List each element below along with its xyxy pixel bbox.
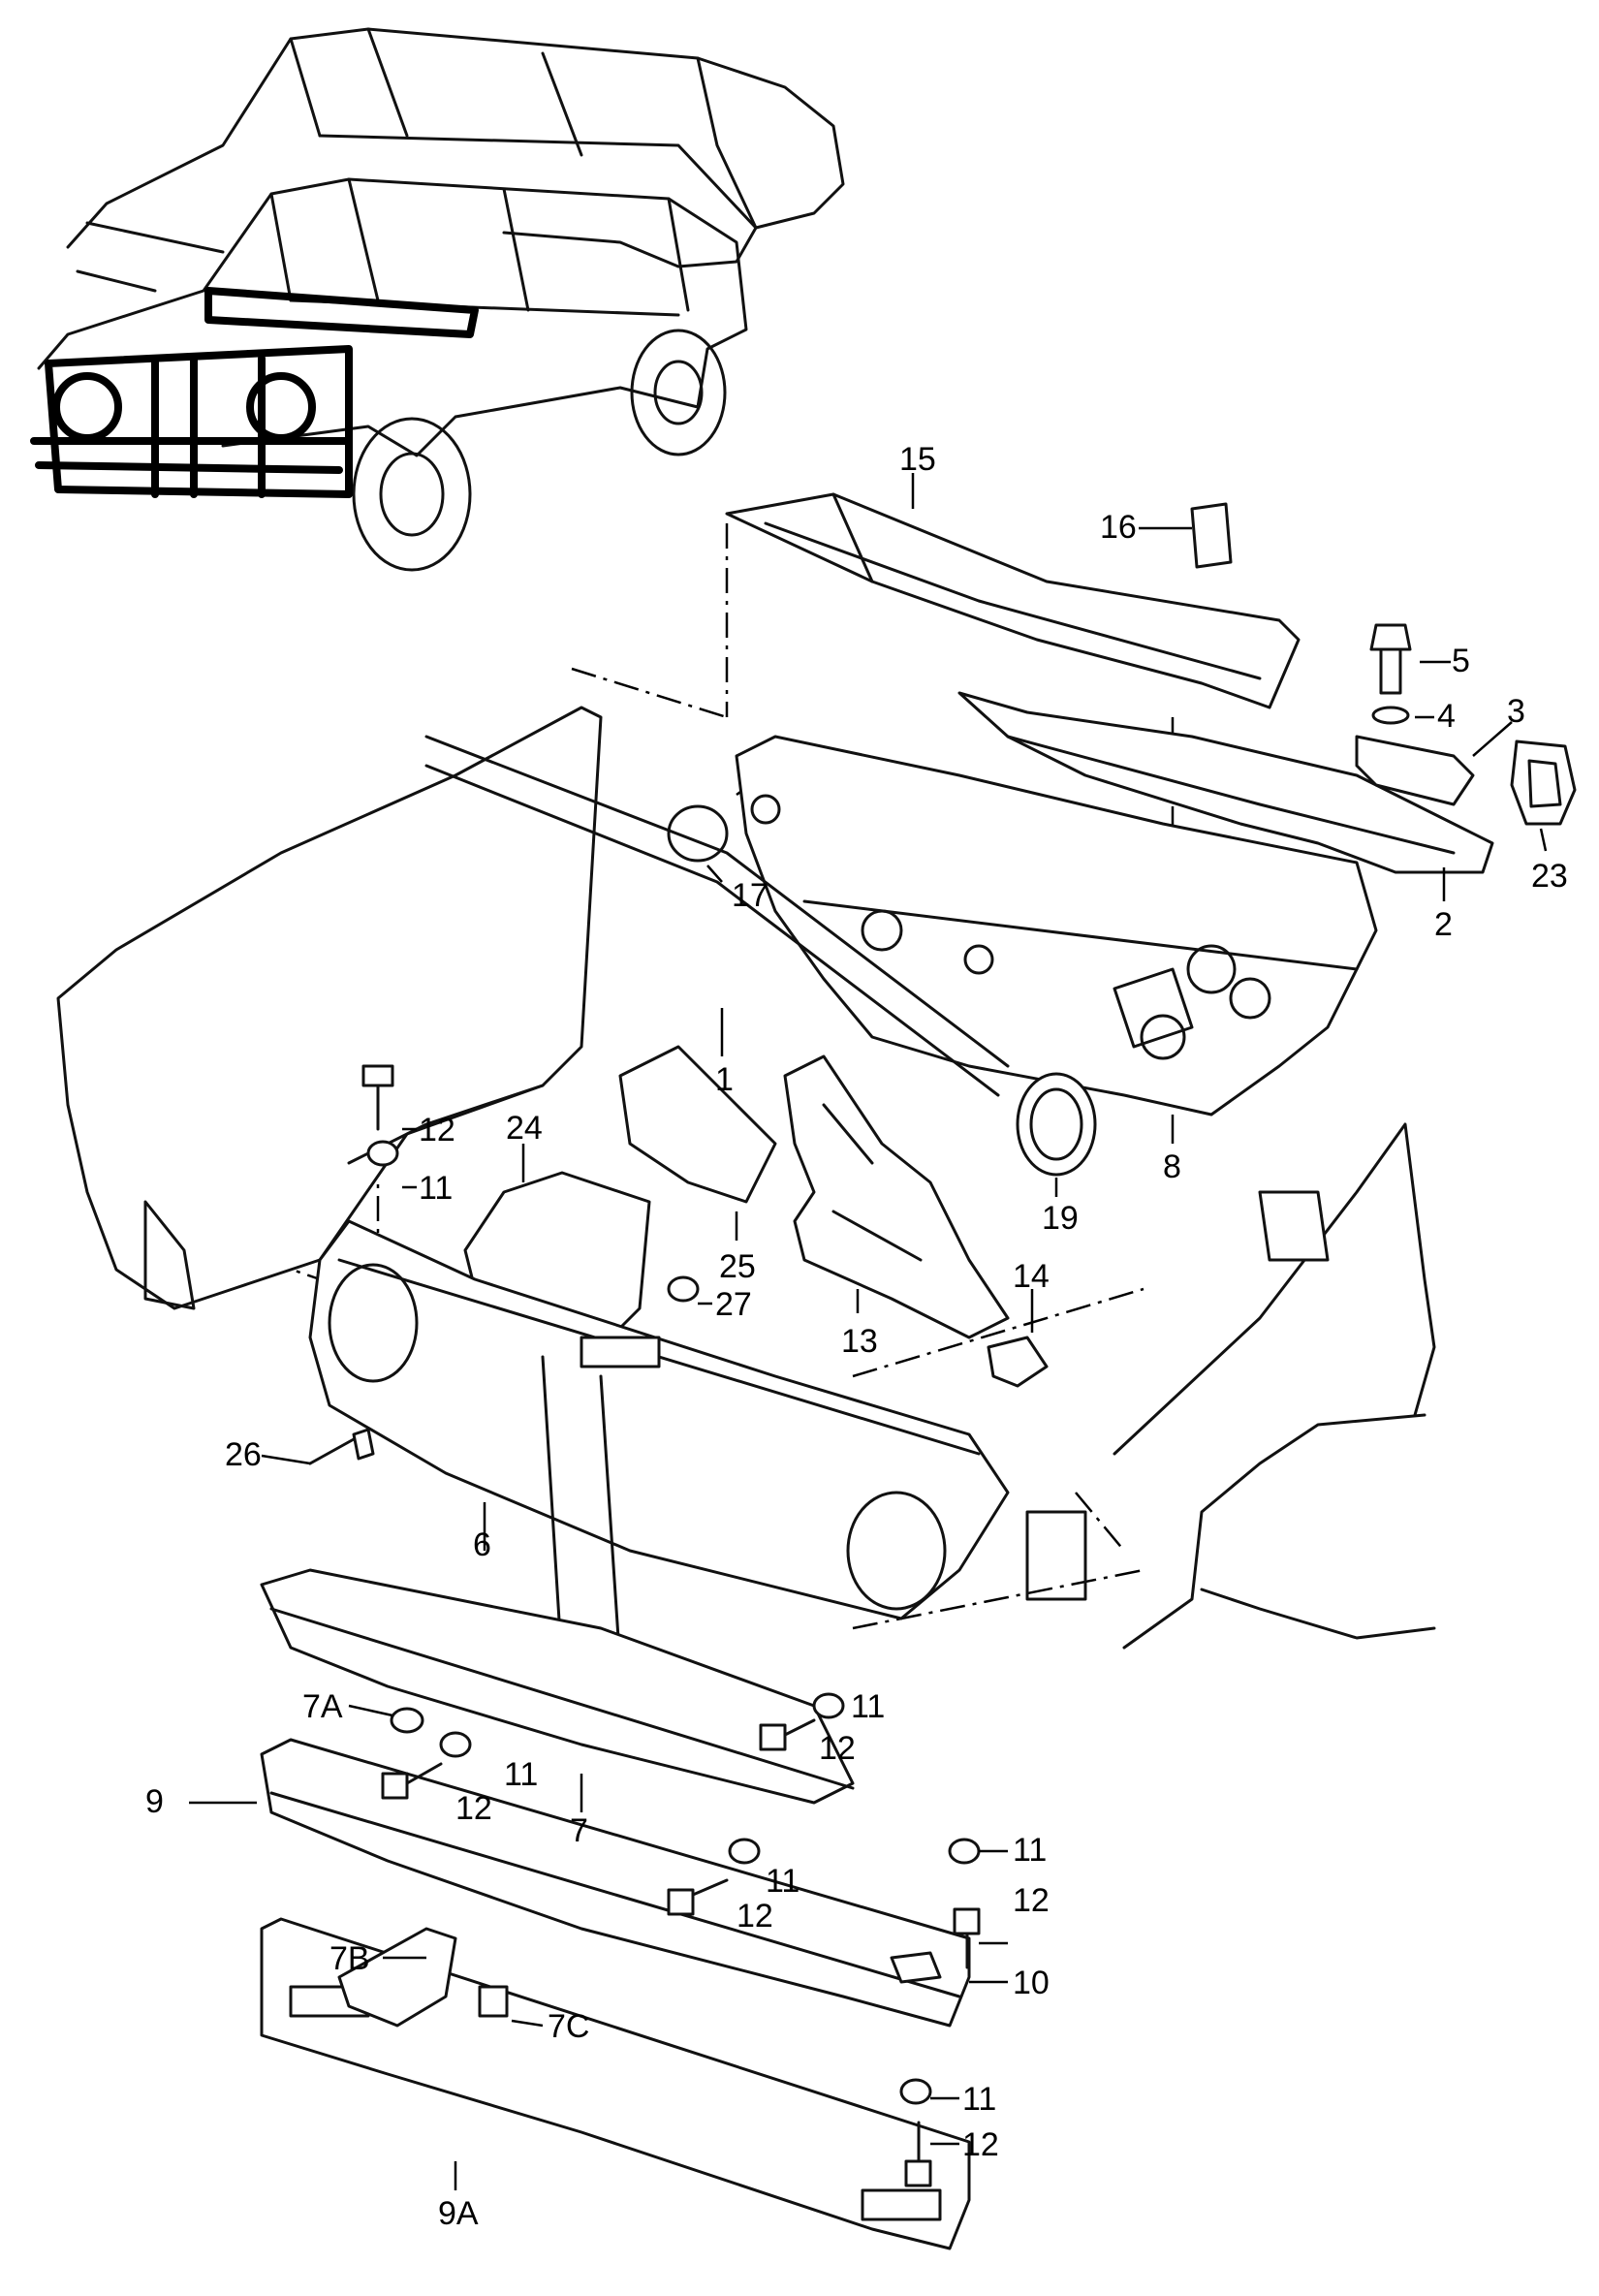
- callout-9A: 9A: [438, 2195, 479, 2232]
- callout-7: 7: [570, 1812, 588, 1849]
- leader-lines: [189, 473, 1548, 2190]
- callout-12-d: 12: [1013, 1882, 1050, 1919]
- callout-12-e: 12: [737, 1898, 773, 1934]
- part-7C-clip: [478, 1985, 509, 2018]
- callout-13: 13: [841, 1323, 878, 1360]
- callout-17: 17: [732, 877, 768, 914]
- callout-11-c: 11: [504, 1756, 538, 1793]
- part-9-bumper: [260, 1738, 971, 2028]
- callout-labels: 15 16 5 4 3 23 2 17 1 8 19 12 11 24 25 2…: [145, 441, 1568, 2232]
- callout-25: 25: [719, 1248, 756, 1285]
- callout-19: 19: [1042, 1200, 1079, 1237]
- part-13-lock-carrier-bracket: [783, 1054, 1010, 1339]
- callout-7A: 7A: [302, 1688, 343, 1725]
- part-16-clip: [1190, 502, 1233, 569]
- part-15-plenum-panel: [725, 492, 1301, 709]
- part-3-bracket: [1355, 735, 1475, 806]
- callout-11-a: 11: [419, 1170, 453, 1207]
- callout-5: 5: [1452, 643, 1470, 679]
- part-7-bumper-carrier: [260, 1568, 855, 1805]
- callout-16: 16: [1100, 509, 1137, 546]
- callout-15: 15: [899, 441, 936, 478]
- callout-11-b: 11: [851, 1688, 885, 1725]
- callout-1: 1: [715, 1061, 734, 1098]
- part-26-rivet: [308, 1428, 375, 1465]
- part-14-clip: [987, 1336, 1049, 1388]
- callout-7B: 7B: [329, 1940, 370, 1977]
- part-23-grommet: [1510, 739, 1577, 826]
- front-wing-right: [1025, 1122, 1436, 1650]
- part-4-washer: [1371, 706, 1410, 725]
- part-6-lock-carrier: [308, 1219, 1010, 1669]
- part-12-screw: [361, 1064, 981, 2187]
- callout-10: 10: [1013, 1965, 1050, 2001]
- callout-8: 8: [1163, 1148, 1181, 1185]
- callout-4: 4: [1437, 698, 1456, 735]
- part-19-grommet: [1016, 1072, 1097, 1177]
- callout-12-f: 12: [962, 2126, 999, 2163]
- callout-14: 14: [1013, 1258, 1050, 1295]
- callout-11-d: 11: [1013, 1832, 1047, 1869]
- callout-24: 24: [506, 1110, 543, 1147]
- callout-7C: 7C: [548, 2008, 589, 2045]
- callout-2: 2: [1434, 906, 1453, 943]
- part-11-washer: [366, 1140, 981, 2105]
- callout-6: 6: [473, 1526, 491, 1563]
- callout-27: 27: [715, 1286, 752, 1323]
- callout-12-b: 12: [819, 1730, 856, 1767]
- callout-12-c: 12: [455, 1790, 492, 1827]
- callout-12-a: 12: [419, 1112, 455, 1148]
- part-7B-bracket: [337, 1927, 457, 2028]
- callout-11-e: 11: [766, 1863, 800, 1900]
- callout-11-f: 11: [962, 2081, 996, 2118]
- hatchback-illustration: [30, 177, 748, 572]
- callout-3: 3: [1507, 693, 1525, 730]
- callout-9: 9: [145, 1783, 164, 1820]
- part-25-air-guide: [618, 1045, 777, 1204]
- part-7A-nut: [390, 1707, 424, 1734]
- part-27-washer: [667, 1275, 700, 1303]
- part-10-clip: [890, 1951, 942, 1984]
- part-1-inner-wing: [56, 706, 1010, 1310]
- callout-26: 26: [225, 1436, 262, 1473]
- callout-23: 23: [1531, 858, 1568, 895]
- part-2-cowl-panel: [957, 691, 1494, 874]
- part-5-bolt: [1369, 623, 1412, 695]
- sedan-illustration: [66, 27, 845, 293]
